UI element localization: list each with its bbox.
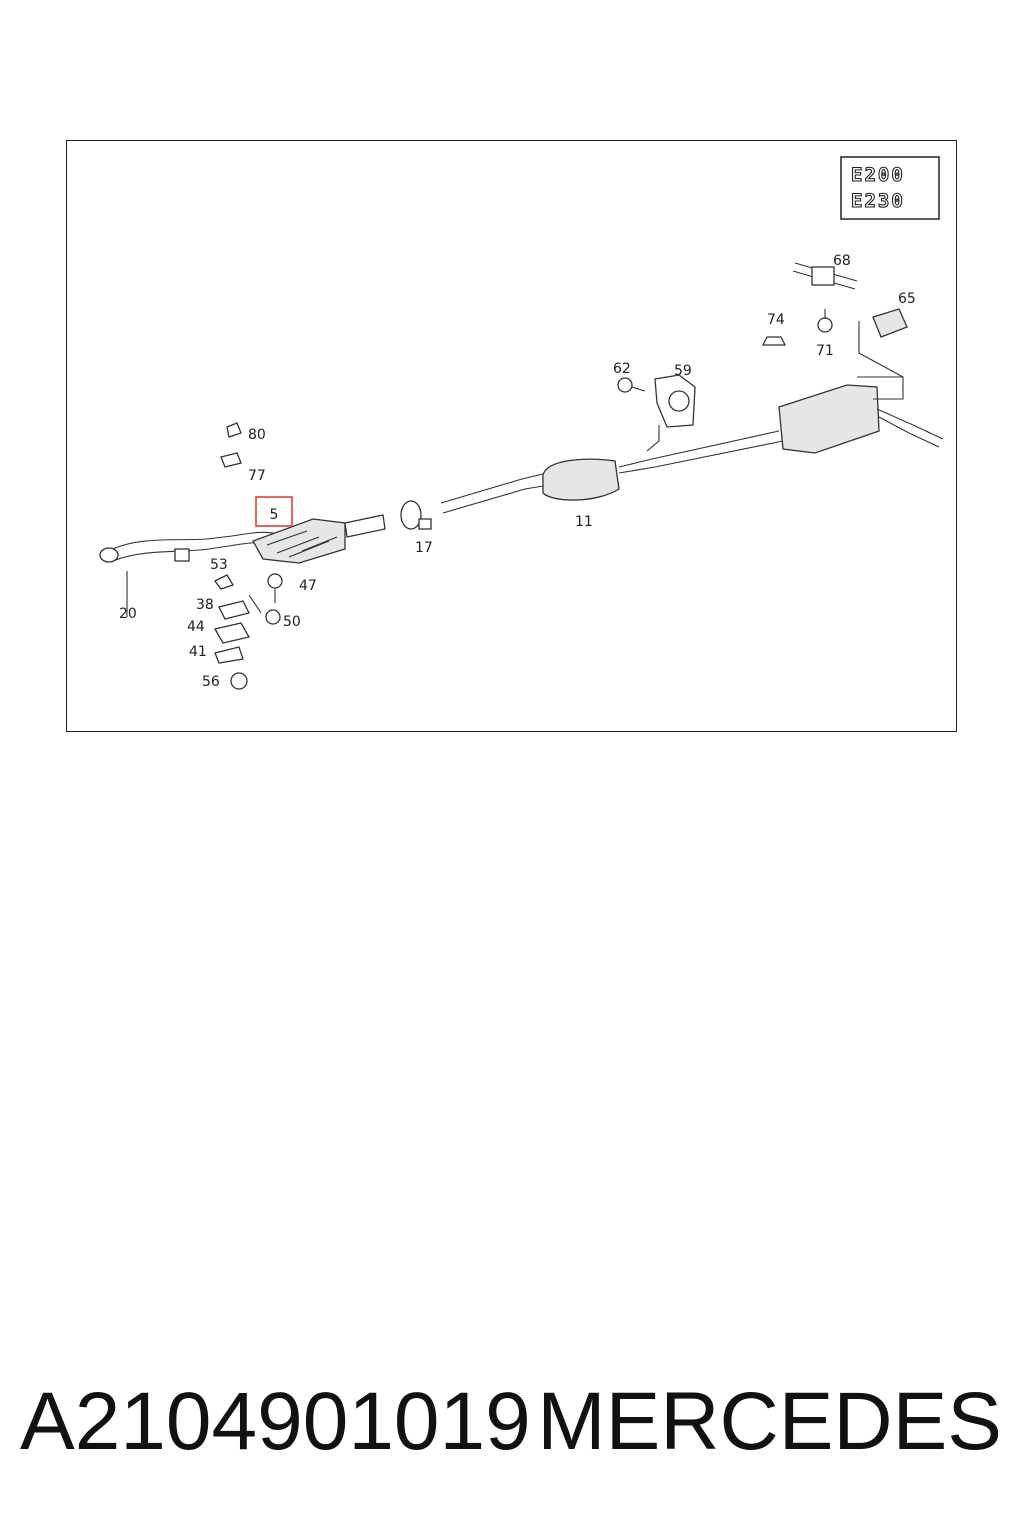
rear-silencer (778, 376, 944, 454)
model-label-2: E230 (851, 190, 905, 212)
callout-50[interactable]: 50 (283, 614, 301, 630)
catalytic-converter (252, 514, 386, 564)
hardware-cluster (214, 422, 283, 690)
middle-silencer (440, 430, 784, 514)
bolt-62 (617, 377, 646, 393)
callout-62[interactable]: 62 (613, 361, 631, 377)
callout-68[interactable]: 68 (833, 253, 851, 269)
footer-caption: A2104901019 MERCEDES (0, 1372, 1024, 1472)
callout-38[interactable]: 38 (196, 597, 214, 613)
callout-59[interactable]: 59 (674, 363, 692, 379)
model-badge: E200 E230 (840, 156, 940, 220)
callout-41[interactable]: 41 (189, 644, 207, 660)
highlight-box (255, 496, 293, 527)
mount-68 (792, 262, 858, 290)
brand-name: MERCEDES (537, 1376, 1002, 1467)
damper-65 (858, 308, 908, 378)
callout-71[interactable]: 71 (816, 343, 834, 359)
callout-65[interactable]: 65 (898, 291, 916, 307)
callout-44[interactable]: 44 (187, 619, 205, 635)
callout-47[interactable]: 47 (299, 578, 317, 594)
callout-17[interactable]: 17 (415, 540, 433, 556)
screw-71 (817, 309, 833, 333)
callout-5[interactable]: 5 (270, 507, 279, 523)
hanger-59 (646, 374, 696, 452)
nut-74 (761, 336, 787, 346)
callout-80[interactable]: 80 (248, 427, 266, 443)
callout-56[interactable]: 56 (202, 674, 220, 690)
callout-74[interactable]: 74 (767, 312, 785, 328)
callout-53[interactable]: 53 (210, 557, 228, 573)
clamp-17 (400, 500, 432, 530)
callout-77[interactable]: 77 (248, 468, 266, 484)
exhaust-parts-diagram: E200 E230 (66, 140, 957, 732)
diagram-canvas: E200 E230 (99, 156, 944, 690)
part-number: A2104901019 (20, 1376, 531, 1467)
callout-11[interactable]: 11 (575, 514, 593, 530)
model-label-1: E200 (851, 164, 905, 186)
callout-20[interactable]: 20 (119, 606, 137, 622)
